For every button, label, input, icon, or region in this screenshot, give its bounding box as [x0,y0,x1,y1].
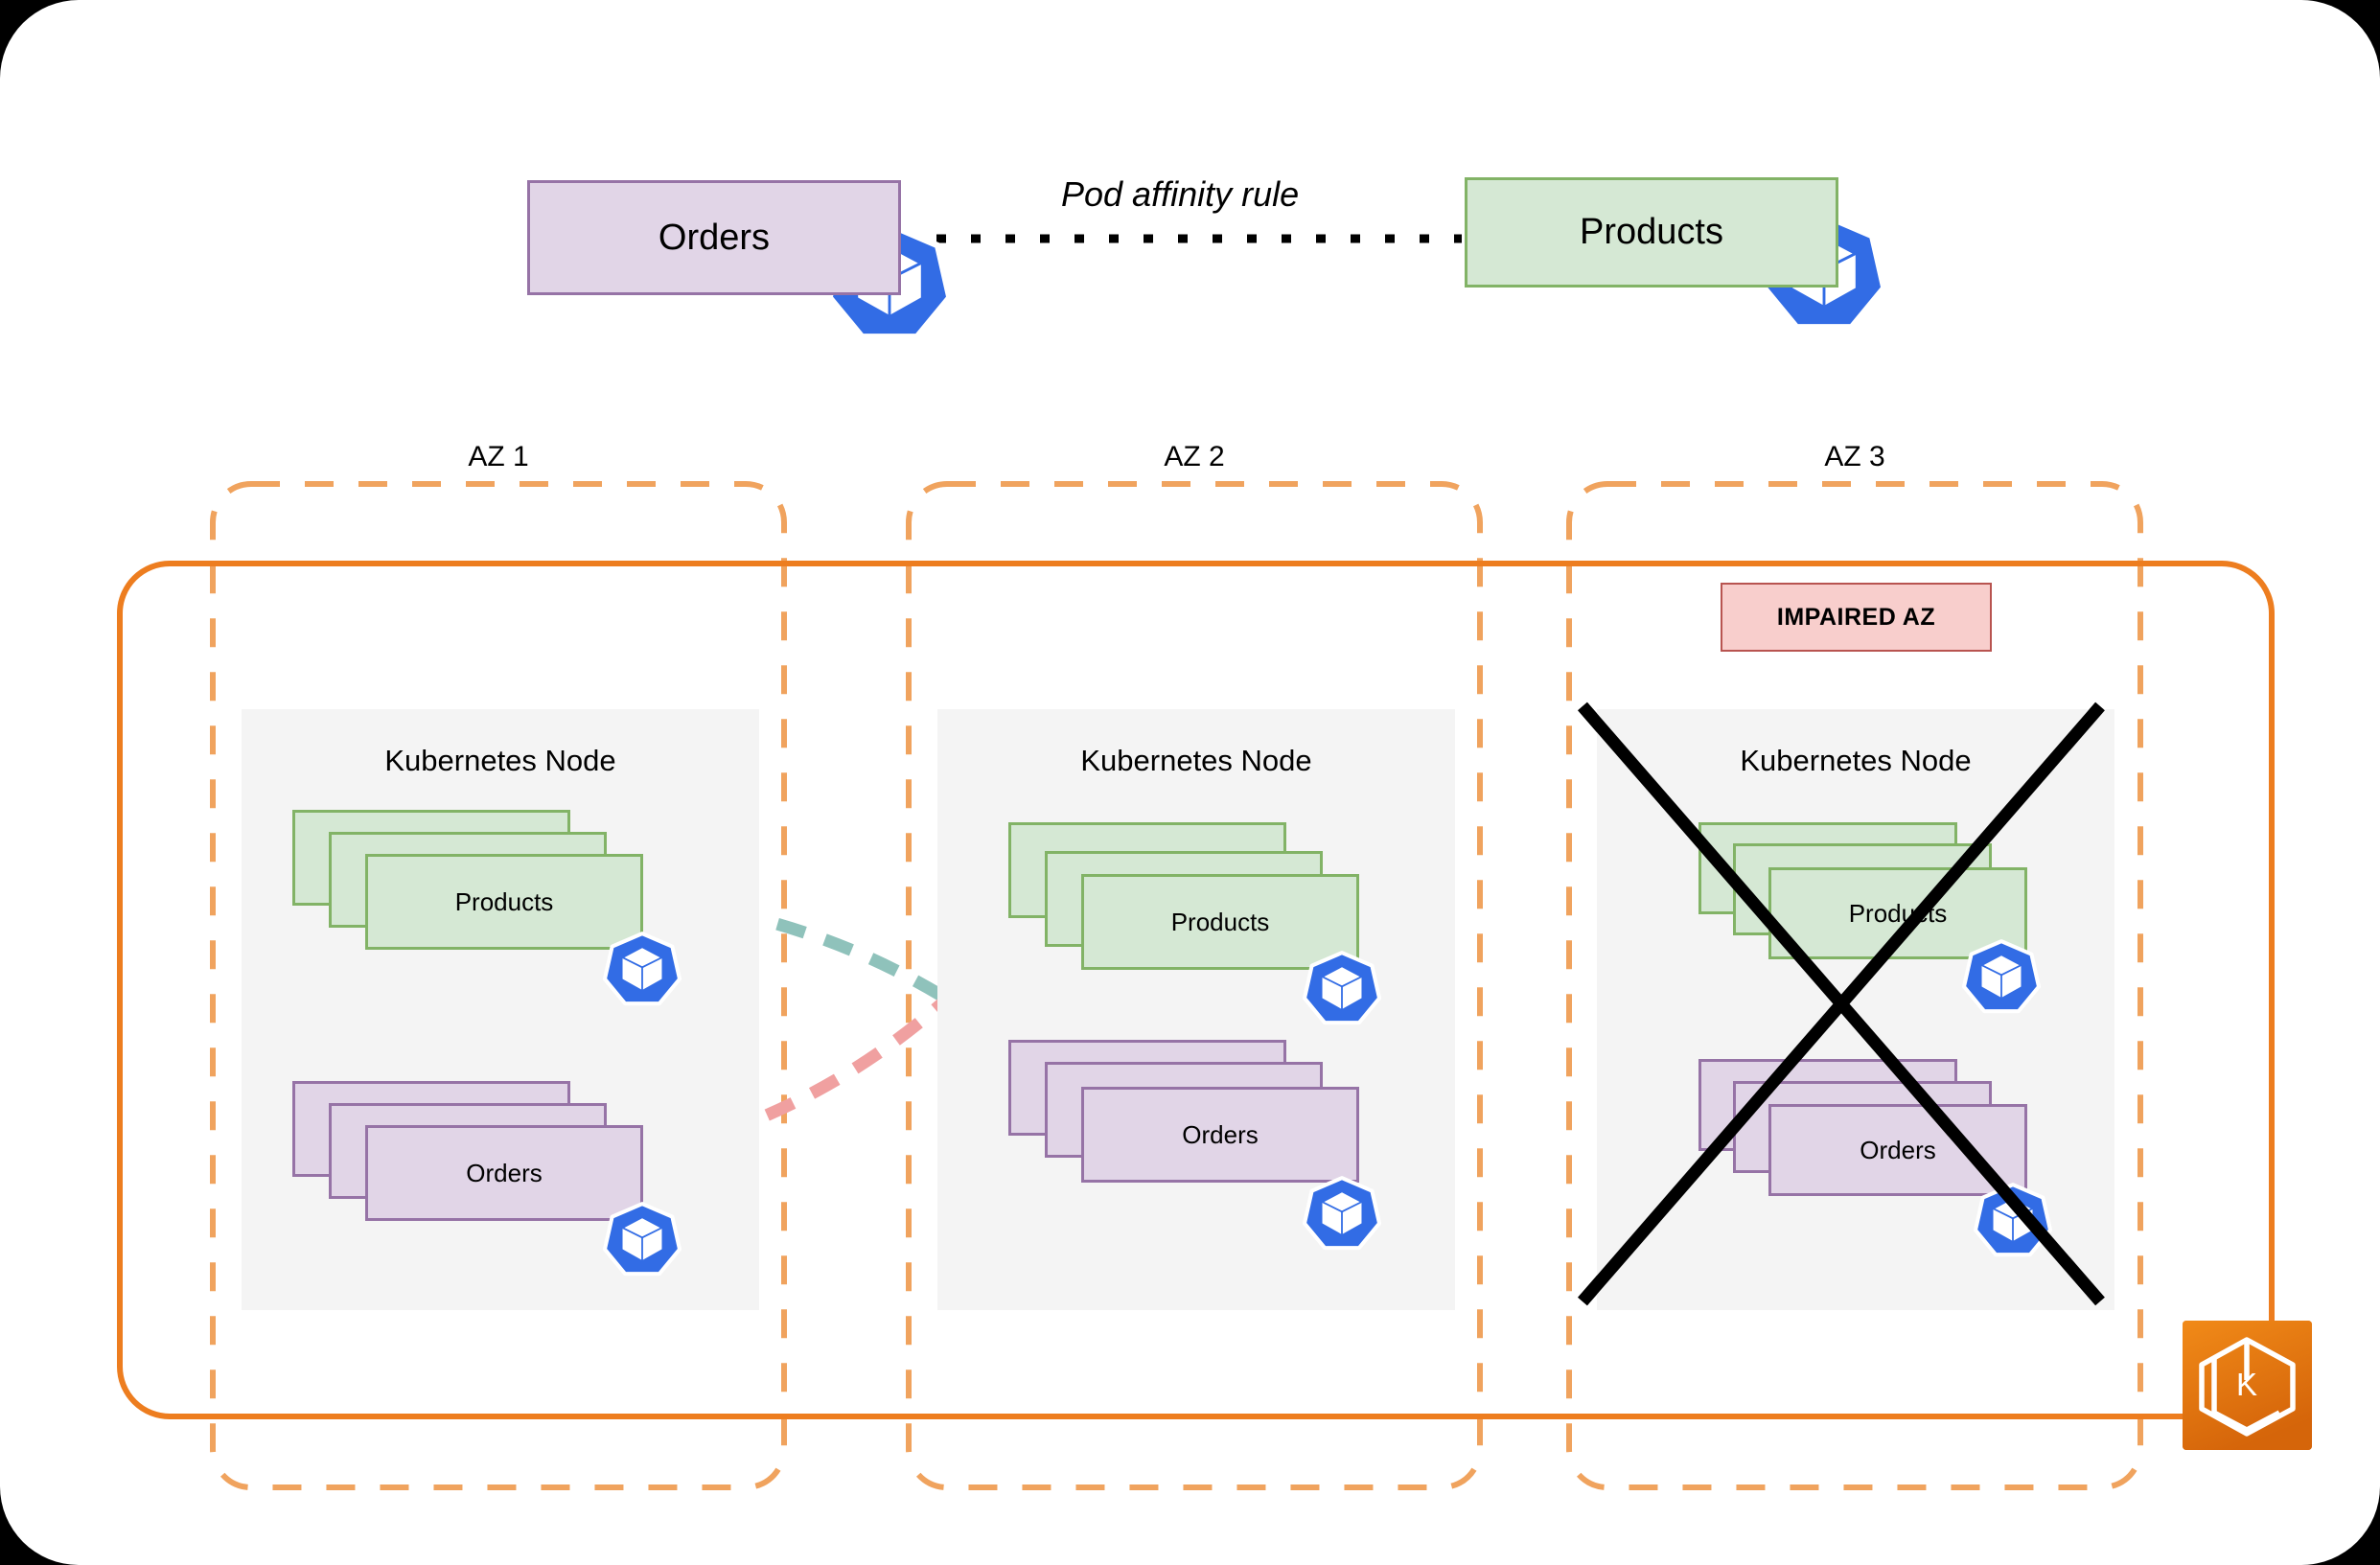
node-title-az2: Kubernetes Node [1080,744,1312,777]
pod-label-az3-orders: Orders [1860,1135,1936,1164]
node-box-az3[interactable]: Kubernetes Node [1597,709,2114,1310]
az-label-2: AZ 2 [1164,441,1225,472]
kubermatic-k-icon: K [2183,1321,2312,1450]
pod-az1-orders-1[interactable]: Orders [365,1125,643,1221]
svg-text:K: K [2236,1369,2258,1405]
pod-label-az3-products: Products [1848,898,1948,928]
service-label-orders: Orders [658,217,771,258]
node-box-az2[interactable]: Kubernetes Node [937,709,1455,1310]
impaired-az-badge: IMPAIRED AZ [1721,583,1992,652]
pod-az1-products-1[interactable]: Products [365,854,643,950]
node-title-az3: Kubernetes Node [1740,744,1972,777]
pod-az3-orders-1[interactable]: Orders [1768,1104,2027,1196]
pod-az2-products-1[interactable]: Products [1081,874,1359,970]
pod-label-az1-products: Products [454,886,554,916]
az-label-1: AZ 1 [468,441,529,472]
kubermatic-k-letter: K [2236,1367,2257,1402]
service-box-products[interactable]: Products [1465,177,1838,288]
node-title-az1: Kubernetes Node [384,744,616,777]
impaired-az-badge-text: IMPAIRED AZ [1776,603,1936,631]
kubermatic-k-icon-overlay[interactable]: K [2183,1321,2312,1450]
pod-label-az2-orders: Orders [1182,1119,1259,1149]
az-label-3: AZ 3 [1824,441,1885,472]
pod-az3-products-1[interactable]: Products [1768,867,2027,959]
pod-az2-orders-1[interactable]: Orders [1081,1087,1359,1183]
service-label-products: Products [1580,212,1723,252]
pod-label-az2-products: Products [1170,907,1270,936]
pod-label-az1-orders: Orders [466,1158,543,1187]
pod-affinity-rule-label: Pod affinity rule [1061,174,1300,214]
service-box-orders[interactable]: Orders [527,180,901,295]
